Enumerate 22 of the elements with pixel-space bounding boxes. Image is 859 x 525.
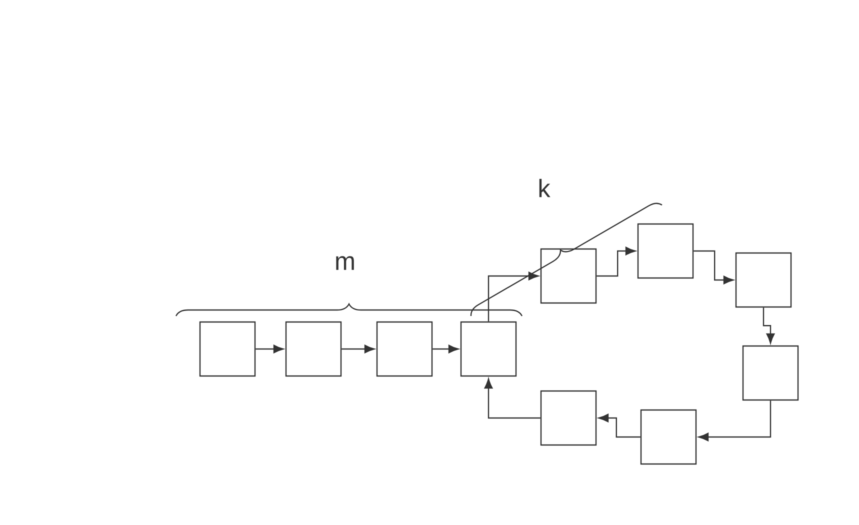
- brace-label: k: [539, 178, 550, 198]
- arrow: [432, 344, 459, 354]
- box: [285, 321, 342, 377]
- box: [540, 248, 597, 304]
- arrow: [256, 344, 284, 354]
- arrow: [596, 246, 636, 277]
- box: [735, 252, 792, 308]
- box: [637, 223, 694, 279]
- arrow: [698, 400, 772, 442]
- arrow: [488, 272, 539, 322]
- box: [540, 390, 597, 446]
- arrow: [484, 378, 540, 419]
- arrow: [598, 414, 640, 438]
- box: [640, 409, 697, 465]
- box: [742, 345, 799, 401]
- box: [376, 321, 433, 377]
- brace-label: m: [336, 256, 354, 270]
- box: [199, 321, 256, 377]
- arrow: [694, 250, 734, 284]
- box: [460, 321, 517, 377]
- arrow: [342, 344, 375, 354]
- arrow: [762, 308, 775, 344]
